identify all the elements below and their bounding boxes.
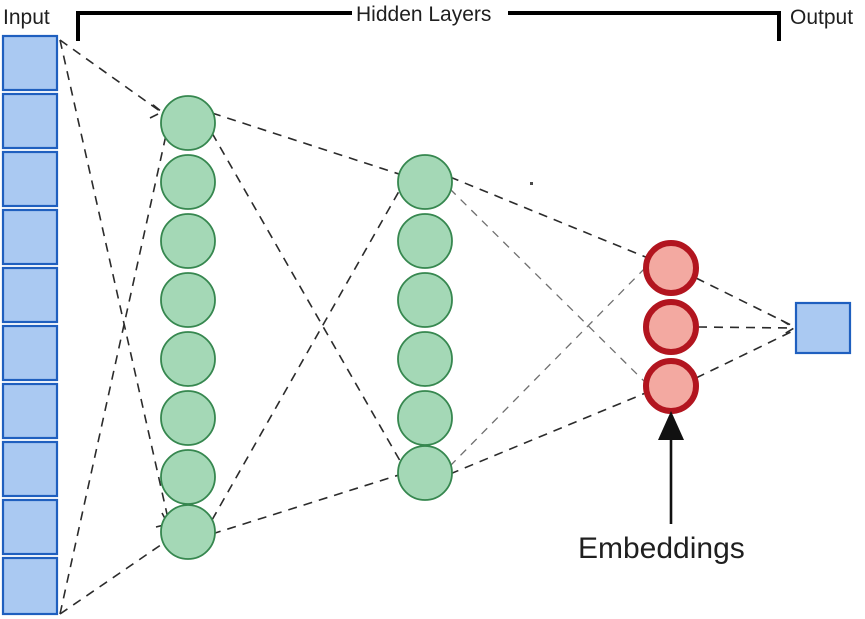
input-node[interactable]: [1, 92, 59, 150]
edges-embeddings-to-output: [695, 277, 796, 379]
embedding-node[interactable]: [643, 358, 699, 414]
hidden-node[interactable]: [160, 95, 216, 151]
edge-h1n0-h2n5: [211, 132, 404, 467]
arrowhead-h1n0-a: [149, 103, 164, 119]
input-node[interactable]: [1, 34, 59, 92]
hidden-node[interactable]: [160, 272, 216, 328]
hidden-node[interactable]: [397, 445, 453, 501]
stray-speck: [530, 182, 533, 185]
input-node[interactable]: [1, 556, 59, 616]
hidden-node[interactable]: [160, 504, 216, 560]
embedding-node[interactable]: [643, 240, 699, 296]
hidden-node[interactable]: [397, 272, 453, 328]
edge-emb1-out0: [697, 326, 794, 329]
edge-h1n7-h2n0: [211, 185, 403, 521]
edge-h2n0-emb0: [449, 176, 649, 259]
edge-h2n0-emb2: [449, 188, 651, 388]
hidden-layers-bracket: [76, 11, 781, 41]
hidden-layer-2: [397, 154, 453, 501]
hidden-node[interactable]: [397, 390, 453, 446]
edge-h2n5-emb0: [449, 262, 651, 467]
edge-in9-h1n7: [59, 539, 169, 615]
input-node[interactable]: [1, 150, 59, 208]
hidden-node[interactable]: [160, 390, 216, 446]
arrowhead-output: [780, 319, 796, 337]
arrowhead-h1n7-a: [155, 512, 170, 528]
edge-in9-h1n0: [59, 134, 167, 615]
hidden-node[interactable]: [397, 331, 453, 387]
hidden-node[interactable]: [397, 154, 453, 210]
hidden-node[interactable]: [160, 449, 216, 505]
edge-in0-h1n7: [59, 39, 170, 524]
embedding-node[interactable]: [643, 299, 699, 355]
input-node[interactable]: [1, 266, 59, 324]
edge-h2n5-emb2: [449, 391, 649, 475]
edges-hidden1-to-hidden2: [211, 112, 404, 535]
output-node[interactable]: [794, 301, 852, 355]
embeddings-label: Embeddings: [578, 532, 745, 565]
hidden-layer-1: [160, 95, 216, 560]
hidden-node[interactable]: [160, 331, 216, 387]
hidden-node[interactable]: [160, 154, 216, 210]
hidden-layers-label: Hidden Layers: [356, 3, 491, 26]
input-node[interactable]: [1, 382, 59, 440]
input-node[interactable]: [1, 324, 59, 382]
output-label: Output: [790, 6, 853, 29]
input-node[interactable]: [1, 440, 59, 498]
edge-h1n0-h2n0: [211, 112, 403, 176]
bracket-left-segment: [76, 11, 352, 41]
hidden-node[interactable]: [160, 213, 216, 269]
input-node[interactable]: [1, 208, 59, 266]
bracket-right-segment: [508, 11, 781, 41]
hidden-node[interactable]: [397, 213, 453, 269]
callout-arrow-head-icon: [658, 411, 684, 440]
edge-h1n7-h2n5: [211, 473, 403, 535]
input-layer: [1, 34, 59, 616]
embedding-layer: [643, 240, 699, 414]
input-label: Input: [3, 6, 50, 29]
output-layer: [794, 301, 852, 355]
edge-in0-h1n0: [59, 39, 165, 115]
edge-emb0-out0: [695, 277, 794, 327]
edge-emb2-out0: [695, 330, 794, 379]
edges-input-to-hidden1: [59, 39, 170, 615]
embeddings-callout: Embeddings: [578, 411, 745, 565]
edges-hidden2-to-embeddings: [449, 176, 651, 475]
input-node[interactable]: [1, 498, 59, 556]
